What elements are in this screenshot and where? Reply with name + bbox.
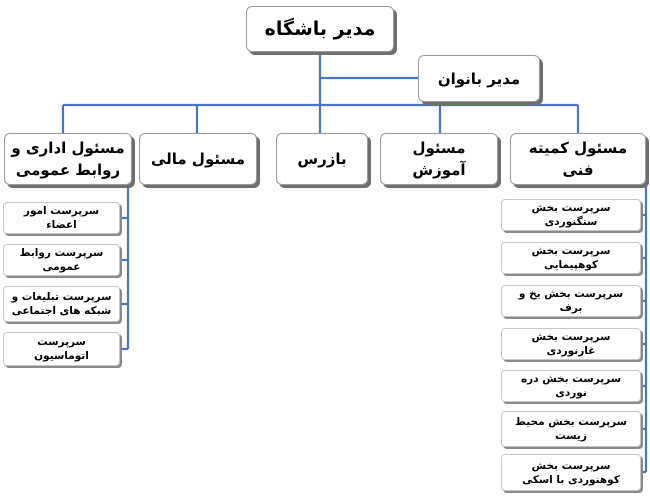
- admin-sub-label: سرپرست روابط عمومی: [19, 247, 104, 273]
- tech-sub-ice-snow-box: سرپرست بخش یخ و برف: [501, 285, 641, 317]
- admin-sub-label: سرپرست امور اعضاء: [23, 205, 100, 231]
- education-head-label: مسئول آموزش: [412, 139, 466, 179]
- tech-sub-label: سرپرست بخش کوهپیمایی: [531, 245, 611, 271]
- club-manager-label: مدیر باشگاه: [264, 18, 376, 40]
- tech-sub-label: سرپرست بخش یخ و برف: [518, 288, 624, 314]
- tech-sub-climbing-box: سرپرست بخش سنگنوردی: [501, 199, 641, 231]
- technical-head-box: مسئول کمیته فنی: [510, 133, 646, 185]
- inspector-head-box: بازرس: [276, 133, 368, 185]
- technical-head-label: مسئول کمیته فنی: [528, 139, 628, 179]
- tech-sub-hiking-box: سرپرست بخش کوهپیمایی: [501, 242, 641, 274]
- tech-sub-environment-box: سرپرست بخش محیط زیست: [501, 411, 641, 447]
- inspector-head-label: بازرس: [297, 150, 347, 168]
- finance-head-label: مسئول مالی: [150, 150, 246, 168]
- tech-sub-canyoning-box: سرپرست بخش دره نوردی: [501, 370, 641, 402]
- tech-sub-label: سرپرست بخش دره نوردی: [520, 373, 622, 399]
- admin-sub-label: سرپرست تبلیغات و شبکه های اجتماعی: [11, 291, 112, 317]
- tech-sub-label: سرپرست بخش سنگنوردی: [531, 202, 611, 228]
- admin-pr-head-label: مسئول اداری و روابط عمومی: [11, 139, 125, 179]
- tech-sub-label: سرپرست بخش غارنوردی: [531, 331, 611, 357]
- women-manager-box: مدیر بانوان: [418, 55, 540, 102]
- admin-sub-automation-box: سرپرست اتوماسیون: [3, 332, 120, 366]
- women-manager-label: مدیر بانوان: [437, 69, 521, 88]
- admin-sub-advertising-box: سرپرست تبلیغات و شبکه های اجتماعی: [3, 286, 120, 322]
- admin-sub-pr-box: سرپرست روابط عمومی: [3, 244, 120, 276]
- education-head-box: مسئول آموزش: [380, 133, 498, 185]
- admin-sub-label: سرپرست اتوماسیون: [34, 336, 89, 362]
- tech-sub-caving-box: سرپرست بخش غارنوردی: [501, 328, 641, 360]
- tech-sub-label: سرپرست بخش کوهنوردی با اسکی: [522, 459, 620, 486]
- admin-pr-head-box: مسئول اداری و روابط عمومی: [4, 133, 132, 185]
- admin-sub-members-box: سرپرست امور اعضاء: [3, 202, 120, 234]
- finance-head-box: مسئول مالی: [139, 133, 257, 185]
- tech-sub-label: سرپرست بخش محیط زیست: [514, 416, 628, 442]
- tech-sub-ski-mountaineering-box: سرپرست بخش کوهنوردی با اسکی: [501, 454, 641, 491]
- club-manager-box: مدیر باشگاه: [246, 6, 394, 52]
